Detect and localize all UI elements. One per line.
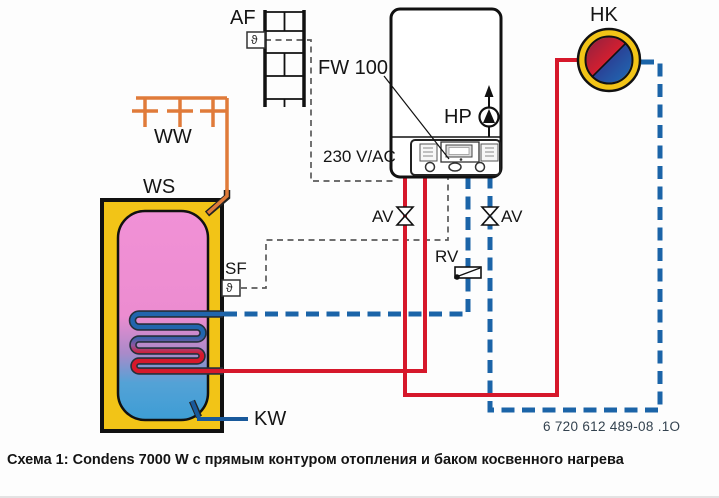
coil-return-pipe xyxy=(224,177,471,317)
af-sensor-box xyxy=(246,31,266,49)
coil-supply-pipe xyxy=(221,176,427,373)
pump xyxy=(478,85,500,137)
heating-circuit-symbol xyxy=(576,27,642,93)
sf-sensor-theta-label: ϑ xyxy=(226,281,233,295)
storage-tank xyxy=(100,189,248,433)
outdoor-sensor-wall xyxy=(246,10,306,107)
af-sensor-theta-label: ϑ xyxy=(251,33,258,47)
document-number: 6 720 612 489-08 .1O xyxy=(543,419,681,434)
outdoor-sensor-wire xyxy=(265,39,396,182)
av-left-label: AV xyxy=(372,207,394,226)
supply-pipes xyxy=(221,58,580,397)
af-label: AF xyxy=(230,7,256,29)
warm-water-piping xyxy=(132,96,229,192)
boiler xyxy=(383,7,503,179)
control-panel xyxy=(410,139,501,176)
fw100-pointer-line xyxy=(383,75,450,160)
hk-label: HK xyxy=(590,4,618,26)
tank-sensor-wire xyxy=(241,177,449,289)
sf-sensor-box xyxy=(221,279,241,297)
ww-label: WW xyxy=(154,126,192,148)
rv-label: RV xyxy=(435,247,459,266)
kw-inlet xyxy=(190,400,248,421)
hp-label: HP xyxy=(444,106,472,128)
ws-label: WS xyxy=(143,176,176,198)
power-label: 230 V/AC xyxy=(323,147,396,166)
kw-label: KW xyxy=(254,408,287,430)
figure-caption: Схема 1: Condens 7000 W с прямым контуро… xyxy=(7,452,624,468)
return-pipes xyxy=(224,59,663,413)
check-valve xyxy=(454,266,482,280)
fw100-label: FW 100 xyxy=(318,57,389,79)
av-right-label: AV xyxy=(501,207,523,226)
sensor-wires xyxy=(241,39,449,289)
shutoff-valve-blue xyxy=(480,206,500,226)
coil xyxy=(130,311,224,374)
valves xyxy=(395,206,500,280)
sf-label: SF xyxy=(225,259,247,278)
hk-supply-pipe xyxy=(403,58,580,397)
hk-return-pipe xyxy=(487,59,663,413)
shutoff-valve-red xyxy=(395,206,415,226)
